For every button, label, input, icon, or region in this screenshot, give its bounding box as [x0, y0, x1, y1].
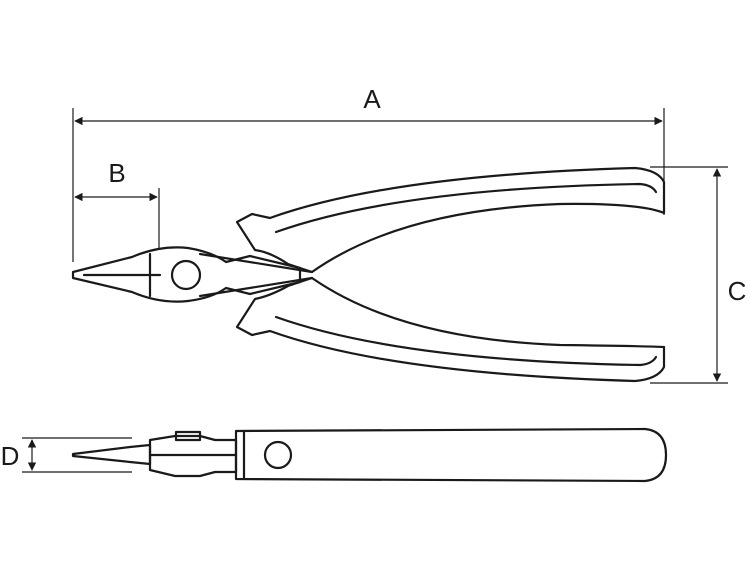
dimension-b: B	[74, 158, 160, 250]
pliers-top-view	[71, 166, 666, 383]
cutting-head	[71, 246, 302, 303]
dimension-d: D	[1, 437, 132, 473]
joint-cross-upper	[198, 252, 314, 274]
side-view-handle	[234, 427, 668, 483]
dimension-a-label: A	[363, 84, 381, 114]
pliers-side-view	[71, 427, 668, 483]
pivot-screw	[170, 259, 202, 291]
side-view-spring	[174, 430, 202, 442]
side-view-pivot	[263, 440, 293, 470]
upper-handle-inner-edge	[274, 182, 658, 234]
dimension-b-label: B	[108, 158, 125, 188]
dimension-d-label: D	[1, 441, 20, 471]
joint-cross-lower	[198, 276, 314, 298]
dimension-a: A	[72, 84, 665, 262]
dimension-c-label: C	[728, 276, 747, 306]
side-view-tip	[71, 443, 152, 466]
lower-handle-inner-edge	[274, 315, 658, 367]
upper-handle	[235, 166, 666, 274]
lower-handle	[235, 276, 666, 383]
dimension-c: C	[650, 166, 747, 384]
